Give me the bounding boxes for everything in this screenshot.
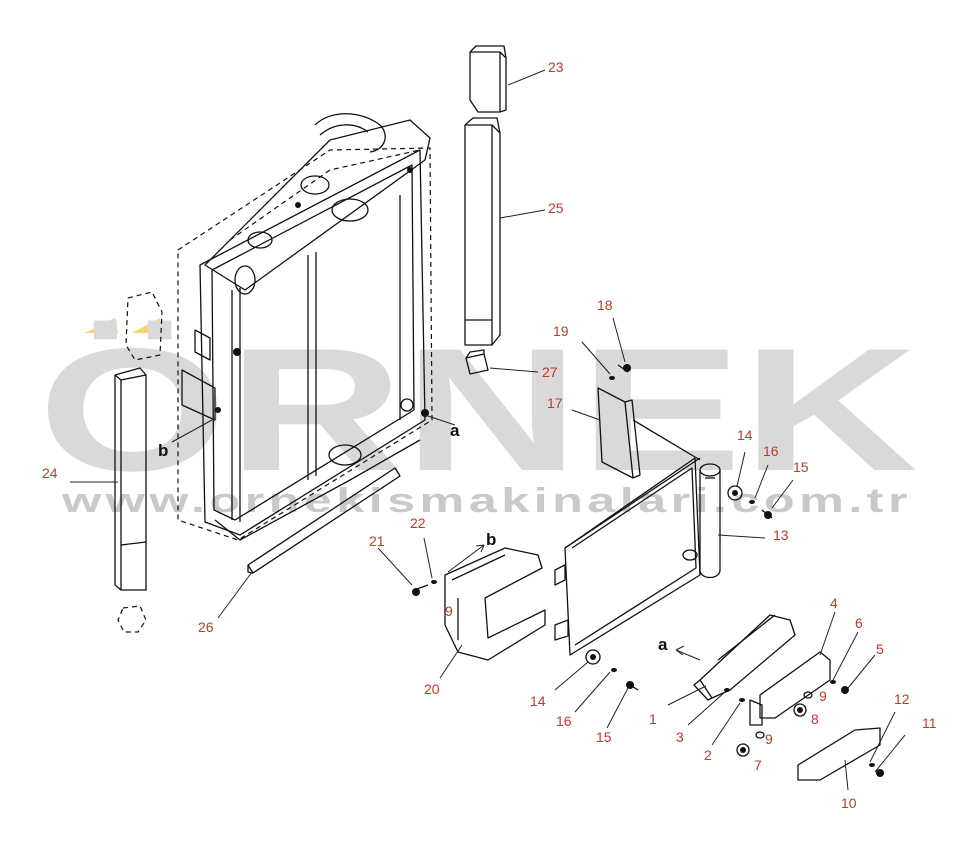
callout-5: 5 bbox=[876, 641, 884, 657]
callout-11: 11 bbox=[922, 715, 937, 731]
callout-1: 1 bbox=[649, 711, 657, 727]
part-13-receiver bbox=[699, 463, 721, 579]
callout-13: 13 bbox=[773, 527, 789, 543]
logo-accent-left bbox=[85, 318, 118, 333]
logo-accent-right bbox=[132, 318, 163, 333]
callout-9a: 9 bbox=[819, 688, 827, 704]
callout-9b: 9 bbox=[765, 731, 773, 747]
leader-lines bbox=[70, 69, 906, 791]
callout-7: 7 bbox=[754, 757, 762, 773]
part-24-seal bbox=[114, 367, 147, 633]
part-4-bracket bbox=[749, 651, 831, 726]
part-13-condenser bbox=[554, 457, 701, 656]
part-1-bracket bbox=[693, 614, 796, 701]
ref-a-bracket: a bbox=[658, 635, 668, 654]
callout-3: 3 bbox=[676, 729, 684, 745]
part-27-block bbox=[465, 349, 489, 375]
reference-letters: a a b b 9 bbox=[158, 421, 668, 654]
callout-23: 23 bbox=[548, 59, 564, 75]
callout-8: 8 bbox=[811, 711, 819, 727]
callout-20: 20 bbox=[424, 681, 440, 697]
callout-26: 26 bbox=[198, 619, 214, 635]
fasteners bbox=[412, 364, 884, 777]
radiator-frame bbox=[177, 113, 433, 541]
callout-numbers: 23 25 27 24 26 18 19 17 14 16 15 13 21 2… bbox=[42, 59, 937, 811]
callout-18: 18 bbox=[597, 297, 613, 313]
reference-arrows bbox=[475, 544, 685, 656]
part-20-guard bbox=[444, 547, 546, 661]
callout-4: 4 bbox=[830, 595, 838, 611]
callout-16b: 16 bbox=[556, 713, 572, 729]
callout-22: 22 bbox=[410, 515, 426, 531]
ref-b-guard: b bbox=[486, 530, 496, 549]
callout-2: 2 bbox=[704, 747, 712, 763]
part-10-plate bbox=[797, 727, 881, 781]
callout-24: 24 bbox=[42, 465, 58, 481]
callout-27: 27 bbox=[542, 364, 558, 380]
watermark-url: www.ornekismakinalari.com.tr bbox=[61, 482, 912, 520]
ref-a-frame: a bbox=[450, 421, 460, 440]
callout-14b: 14 bbox=[530, 693, 546, 709]
callout-14a: 14 bbox=[737, 427, 753, 443]
watermark-brand: ÖRNEK bbox=[38, 313, 918, 508]
part-25-seal bbox=[464, 117, 501, 346]
callout-25: 25 bbox=[548, 200, 564, 216]
callout-16a: 16 bbox=[763, 443, 779, 459]
callout-21: 21 bbox=[369, 533, 385, 549]
callout-19: 19 bbox=[553, 323, 569, 339]
callout-6: 6 bbox=[855, 615, 863, 631]
part-24-cap bbox=[125, 291, 163, 361]
callout-15a: 15 bbox=[793, 459, 809, 475]
part-17-bracket bbox=[597, 387, 701, 479]
ref-b-frame: b bbox=[158, 441, 168, 460]
callout-12: 12 bbox=[894, 691, 910, 707]
guard-label-9: 9 bbox=[445, 603, 453, 619]
callout-17: 17 bbox=[547, 395, 563, 411]
callout-15b: 15 bbox=[596, 729, 612, 745]
callout-10: 10 bbox=[841, 795, 857, 811]
part-23-cap bbox=[469, 45, 507, 113]
